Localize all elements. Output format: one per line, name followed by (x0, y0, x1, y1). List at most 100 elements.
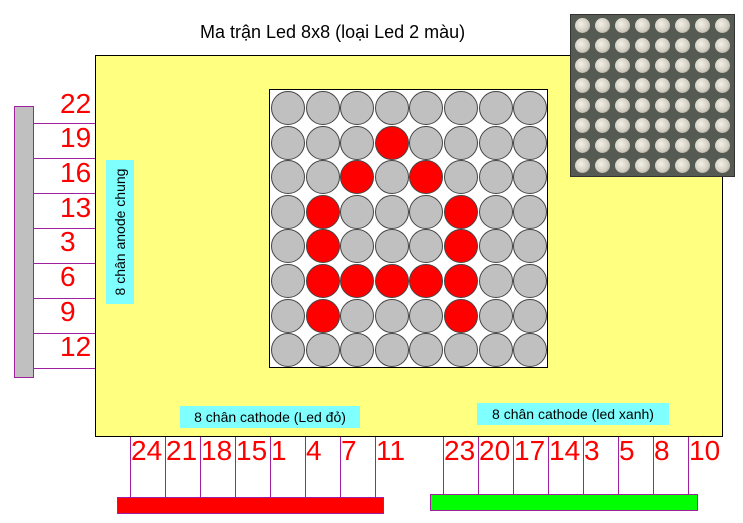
led-r1-c8 (513, 91, 548, 125)
red-cathode-pin-label: 11 (376, 435, 406, 466)
green-cathode-wire (653, 437, 654, 494)
led-r3-c3 (340, 160, 375, 195)
led-r3-c1 (271, 160, 305, 195)
led-r2-c1 (271, 125, 305, 160)
photo-led-dot (695, 158, 710, 173)
led-r6-c7 (478, 264, 513, 298)
anode-wire (34, 193, 95, 194)
photo-led-dot (635, 138, 650, 153)
led-r7-c4 (374, 298, 409, 333)
red-cathode-wire (375, 437, 376, 497)
green-cathode-pin-label: 10 (689, 435, 721, 466)
led-r1-c6 (444, 91, 478, 125)
red-cathode-wire (200, 437, 201, 497)
led-r5-c4 (374, 229, 409, 264)
photo-led-dot (615, 38, 630, 53)
anode-connector-strip (14, 106, 34, 378)
anode-wire (34, 298, 95, 299)
led-r1-c7 (478, 91, 513, 125)
photo-led-dot (575, 78, 590, 93)
led-r4-c4 (374, 194, 409, 229)
photo-led-dot (655, 158, 670, 173)
photo-led-dot (655, 18, 670, 33)
anode-pin-label: 13 (60, 192, 92, 223)
led-r6-c6 (444, 264, 478, 298)
photo-led-dot (675, 98, 690, 113)
anode-pin-label: 22 (60, 88, 92, 119)
photo-led-dot (575, 98, 590, 113)
led-r2-c6 (444, 125, 478, 160)
green-cathode-wire (688, 437, 689, 494)
anode-pin-label: 16 (60, 157, 92, 188)
photo-led-dot (595, 158, 610, 173)
photo-led-dot (635, 118, 650, 133)
led-r7-c3 (340, 298, 375, 333)
green-cathode-wire (583, 437, 584, 494)
photo-led-dot (575, 118, 590, 133)
anode-wire (34, 263, 95, 264)
led-r1-c1 (271, 91, 305, 125)
led-r7-c6 (444, 298, 478, 333)
photo-led-dot (695, 78, 710, 93)
led-r8-c7 (478, 333, 513, 368)
photo-led-dot (615, 158, 630, 173)
photo-led-dot (655, 38, 670, 53)
red-cathode-pin-label: 1 (271, 435, 287, 466)
photo-led-dot (595, 78, 610, 93)
red-cathode-pin-label: 4 (306, 435, 322, 466)
led-r1-c3 (340, 91, 375, 125)
photo-led-dot (655, 98, 670, 113)
photo-led-dot (715, 38, 730, 53)
led-r8-c2 (305, 333, 340, 368)
photo-led-dot (675, 118, 690, 133)
led-r8-c1 (271, 333, 305, 368)
cathode-red-label: 8 chân cathode (Led đỏ) (180, 406, 360, 428)
green-cathode-pin-label: 8 (654, 435, 670, 466)
led-r7-c2 (305, 298, 340, 333)
photo-led-dot (655, 78, 670, 93)
photo-led-dot (655, 118, 670, 133)
led-r3-c2 (305, 160, 340, 195)
photo-led-dot (675, 58, 690, 73)
led-r4-c8 (513, 194, 548, 229)
photo-led-dot (695, 58, 710, 73)
led-r3-c7 (478, 160, 513, 195)
led-r6-c4 (374, 264, 409, 298)
photo-led-dot (715, 158, 730, 173)
led-r4-c2 (305, 194, 340, 229)
led-r6-c2 (305, 264, 340, 298)
anode-pin-label: 3 (60, 226, 76, 257)
led-r2-c2 (305, 125, 340, 160)
led-matrix (269, 89, 548, 368)
led-r5-c2 (305, 229, 340, 264)
red-cathode-pin-label: 21 (166, 435, 198, 466)
photo-led-dot (675, 138, 690, 153)
led-r6-c8 (513, 264, 548, 298)
photo-led-dot (615, 78, 630, 93)
photo-led-dot (575, 158, 590, 173)
led-r5-c1 (271, 229, 305, 264)
photo-led-dot (575, 138, 590, 153)
green-cathode-pin-label: 3 (584, 435, 600, 466)
photo-led-dot (715, 138, 730, 153)
photo-led-dot (635, 158, 650, 173)
led-r4-c1 (271, 194, 305, 229)
photo-led-dot (695, 98, 710, 113)
photo-led-dot (575, 18, 590, 33)
led-r8-c6 (444, 333, 478, 368)
photo-led-dot (715, 18, 730, 33)
photo-led-dot (595, 118, 610, 133)
anode-label: 8 chân anode chung (106, 160, 134, 304)
red-cathode-pin-label: 15 (236, 435, 268, 466)
led-r8-c3 (340, 333, 375, 368)
cathode-green-label: 8 chân cathode (led xanh) (477, 403, 669, 425)
photo-led-dot (635, 58, 650, 73)
photo-led-dot (635, 98, 650, 113)
photo-led-dot (715, 98, 730, 113)
photo-led-dot (595, 38, 610, 53)
led-r4-c5 (409, 194, 444, 229)
led-r4-c6 (444, 194, 478, 229)
green-cathode-pin-label: 14 (549, 435, 581, 466)
green-cathode-pin-label: 20 (479, 435, 511, 466)
led-r3-c4 (374, 160, 409, 195)
